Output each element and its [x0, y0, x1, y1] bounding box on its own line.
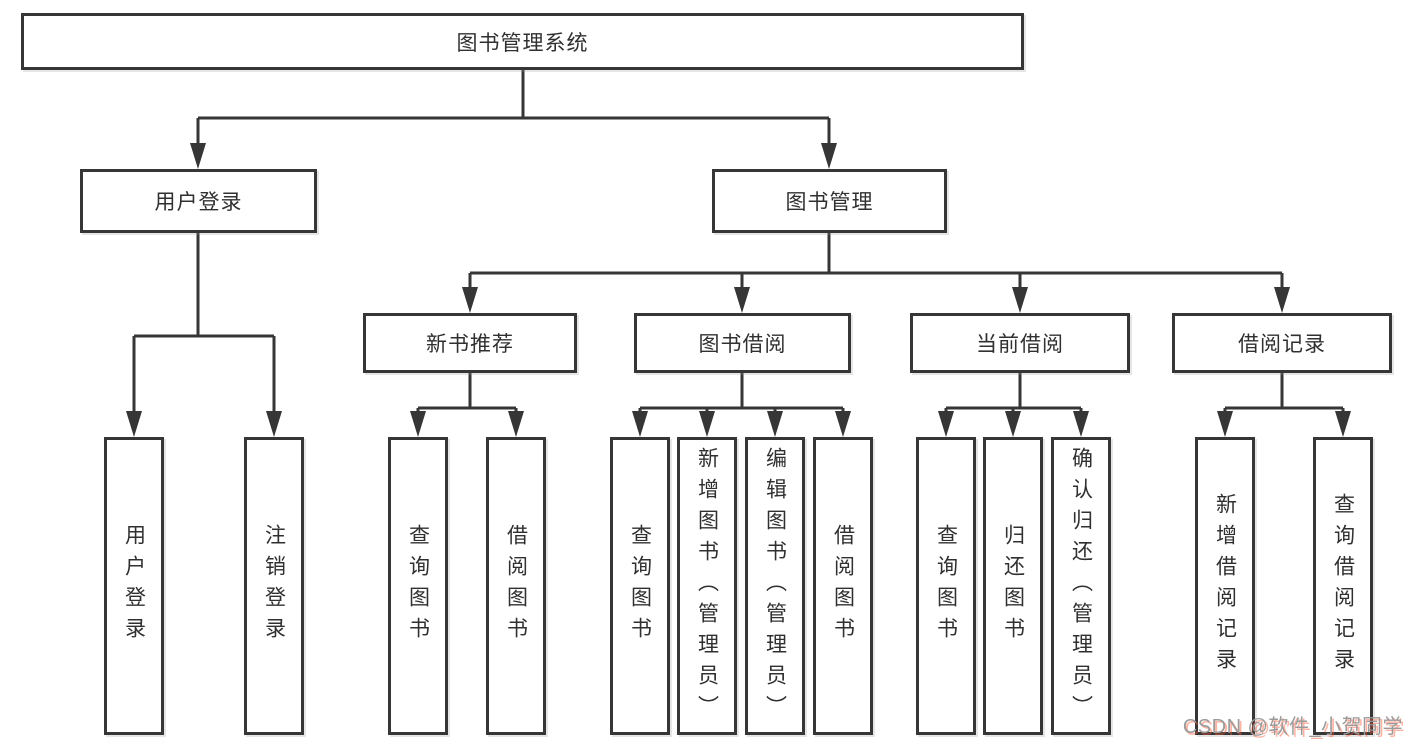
- arrowhead-icon: [462, 287, 478, 313]
- leaf-borrow-books-recommend: 借阅图书: [486, 437, 546, 735]
- leaf-borrow-books-borrowing: 借阅图书: [813, 437, 873, 735]
- leaf-logout: 注销登录: [244, 437, 304, 735]
- watermark: CSDN @软件_小贺同学: [1182, 716, 1403, 738]
- leaf-query-books-recommend: 查询图书: [388, 437, 448, 735]
- arrowhead-icon: [410, 411, 426, 437]
- arrowhead-icon: [1012, 287, 1028, 313]
- leaf-user-login: 用户登录: [104, 437, 164, 735]
- arrowhead-icon: [821, 143, 837, 169]
- arrowhead-icon: [699, 411, 715, 437]
- arrowhead-icon: [1073, 411, 1089, 437]
- node-user-login-branch: 用户登录: [80, 169, 317, 233]
- leaf-edit-book-admin: 编辑图书（管理员）: [745, 437, 805, 735]
- arrowhead-icon: [190, 143, 206, 169]
- node-root-system: 图书管理系统: [21, 13, 1024, 70]
- arrowhead-icon: [734, 287, 750, 313]
- arrowhead-icon: [632, 411, 648, 437]
- arrowhead-icon: [938, 411, 954, 437]
- arrowhead-icon: [1005, 411, 1021, 437]
- leaf-add-book-admin: 新增图书（管理员）: [677, 437, 737, 735]
- leaf-query-borrow-record: 查询借阅记录: [1313, 437, 1373, 735]
- arrowhead-icon: [1335, 411, 1351, 437]
- node-current-borrowing: 当前借阅: [910, 313, 1130, 373]
- arrowhead-icon: [126, 411, 142, 437]
- arrowhead-icon: [508, 411, 524, 437]
- arrowhead-icon: [1217, 411, 1233, 437]
- node-book-management: 图书管理: [712, 169, 947, 233]
- leaf-confirm-return-admin: 确认归还（管理员）: [1051, 437, 1111, 735]
- leaf-query-books-borrowing: 查询图书: [610, 437, 670, 735]
- arrowhead-icons: [126, 143, 1351, 437]
- arrowhead-icon: [767, 411, 783, 437]
- leaf-return-book: 归还图书: [983, 437, 1043, 735]
- arrowhead-icon: [835, 411, 851, 437]
- node-borrowing-records: 借阅记录: [1172, 313, 1392, 373]
- node-new-book-recommend: 新书推荐: [363, 313, 577, 373]
- node-book-borrowing: 图书借阅: [634, 313, 851, 373]
- leaf-add-borrow-record: 新增借阅记录: [1195, 437, 1255, 735]
- arrowhead-icon: [1274, 287, 1290, 313]
- arrowhead-icon: [266, 411, 282, 437]
- leaf-query-books-current: 查询图书: [916, 437, 976, 735]
